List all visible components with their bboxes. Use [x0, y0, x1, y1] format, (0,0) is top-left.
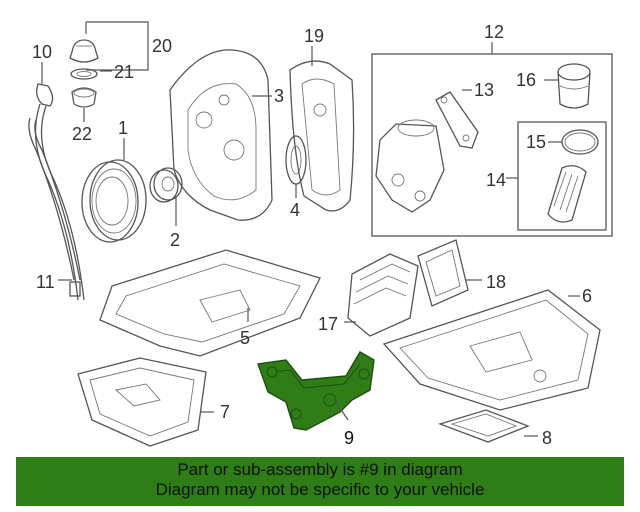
callout-10: 10 — [32, 42, 52, 62]
oil-filter-element[interactable] — [547, 165, 587, 223]
callout-7: 7 — [220, 402, 230, 422]
oil-cooler[interactable] — [347, 253, 419, 337]
callout-17: 17 — [318, 314, 338, 334]
filter-o-ring[interactable] — [561, 129, 599, 155]
crankshaft-pulley[interactable] — [81, 159, 147, 243]
banner-line-1: Part or sub-assembly is #9 in diagram — [177, 460, 463, 479]
front-seal[interactable] — [285, 135, 307, 185]
callout-11: 11 — [36, 272, 55, 292]
chain-case-cover[interactable] — [289, 60, 355, 212]
crankshaft-sprocket[interactable] — [149, 167, 183, 203]
upper-oil-pan[interactable] — [99, 249, 321, 357]
dipstick[interactable] — [34, 83, 85, 301]
parts-diagram: 20 21 22 10 11 1 2 3 — [28, 21, 613, 448]
callout-21: 21 — [114, 62, 134, 82]
callout-1: 1 — [118, 118, 128, 138]
callout-4: 4 — [290, 200, 300, 220]
oil-pan-plate[interactable] — [437, 409, 530, 443]
lower-oil-pan[interactable] — [77, 357, 207, 447]
callout-12: 12 — [484, 22, 504, 42]
callout-16: 16 — [516, 70, 536, 90]
dipstick-tube[interactable] — [28, 117, 81, 297]
callout-5: 5 — [240, 328, 250, 348]
callout-2: 2 — [170, 230, 180, 250]
info-banner: Part or sub-assembly is #9 in diagram Di… — [16, 457, 624, 506]
oil-filler-cap[interactable] — [69, 39, 99, 63]
oil-pan-assembly[interactable] — [382, 289, 601, 411]
leader-20 — [86, 21, 149, 71]
callout-9: 9 — [344, 428, 354, 448]
callout-19: 19 — [304, 26, 324, 46]
callout-22: 22 — [72, 124, 92, 144]
callout-20: 20 — [152, 36, 172, 56]
callout-13: 13 — [474, 80, 494, 100]
callout-3: 3 — [274, 86, 284, 106]
filler-neck[interactable] — [71, 87, 97, 108]
callout-18: 18 — [486, 272, 506, 292]
oil-cooler-gasket[interactable] — [417, 239, 469, 307]
filter-housing-gasket[interactable] — [435, 91, 479, 149]
callout-15: 15 — [526, 132, 546, 152]
callout-14: 14 — [486, 170, 506, 190]
part-9-bracket-highlighted[interactable] — [257, 351, 375, 431]
callout-8: 8 — [542, 428, 552, 448]
oil-filter-cap[interactable] — [557, 63, 591, 109]
callout-6: 6 — [582, 286, 592, 306]
filter-element-box — [517, 121, 607, 231]
cap-seal-ring[interactable] — [70, 68, 98, 80]
timing-cover[interactable] — [169, 49, 273, 221]
banner-line-2: Diagram may not be specific to your vehi… — [155, 480, 485, 499]
leader-9 — [335, 401, 349, 421]
oil-filter-housing[interactable] — [375, 119, 445, 213]
